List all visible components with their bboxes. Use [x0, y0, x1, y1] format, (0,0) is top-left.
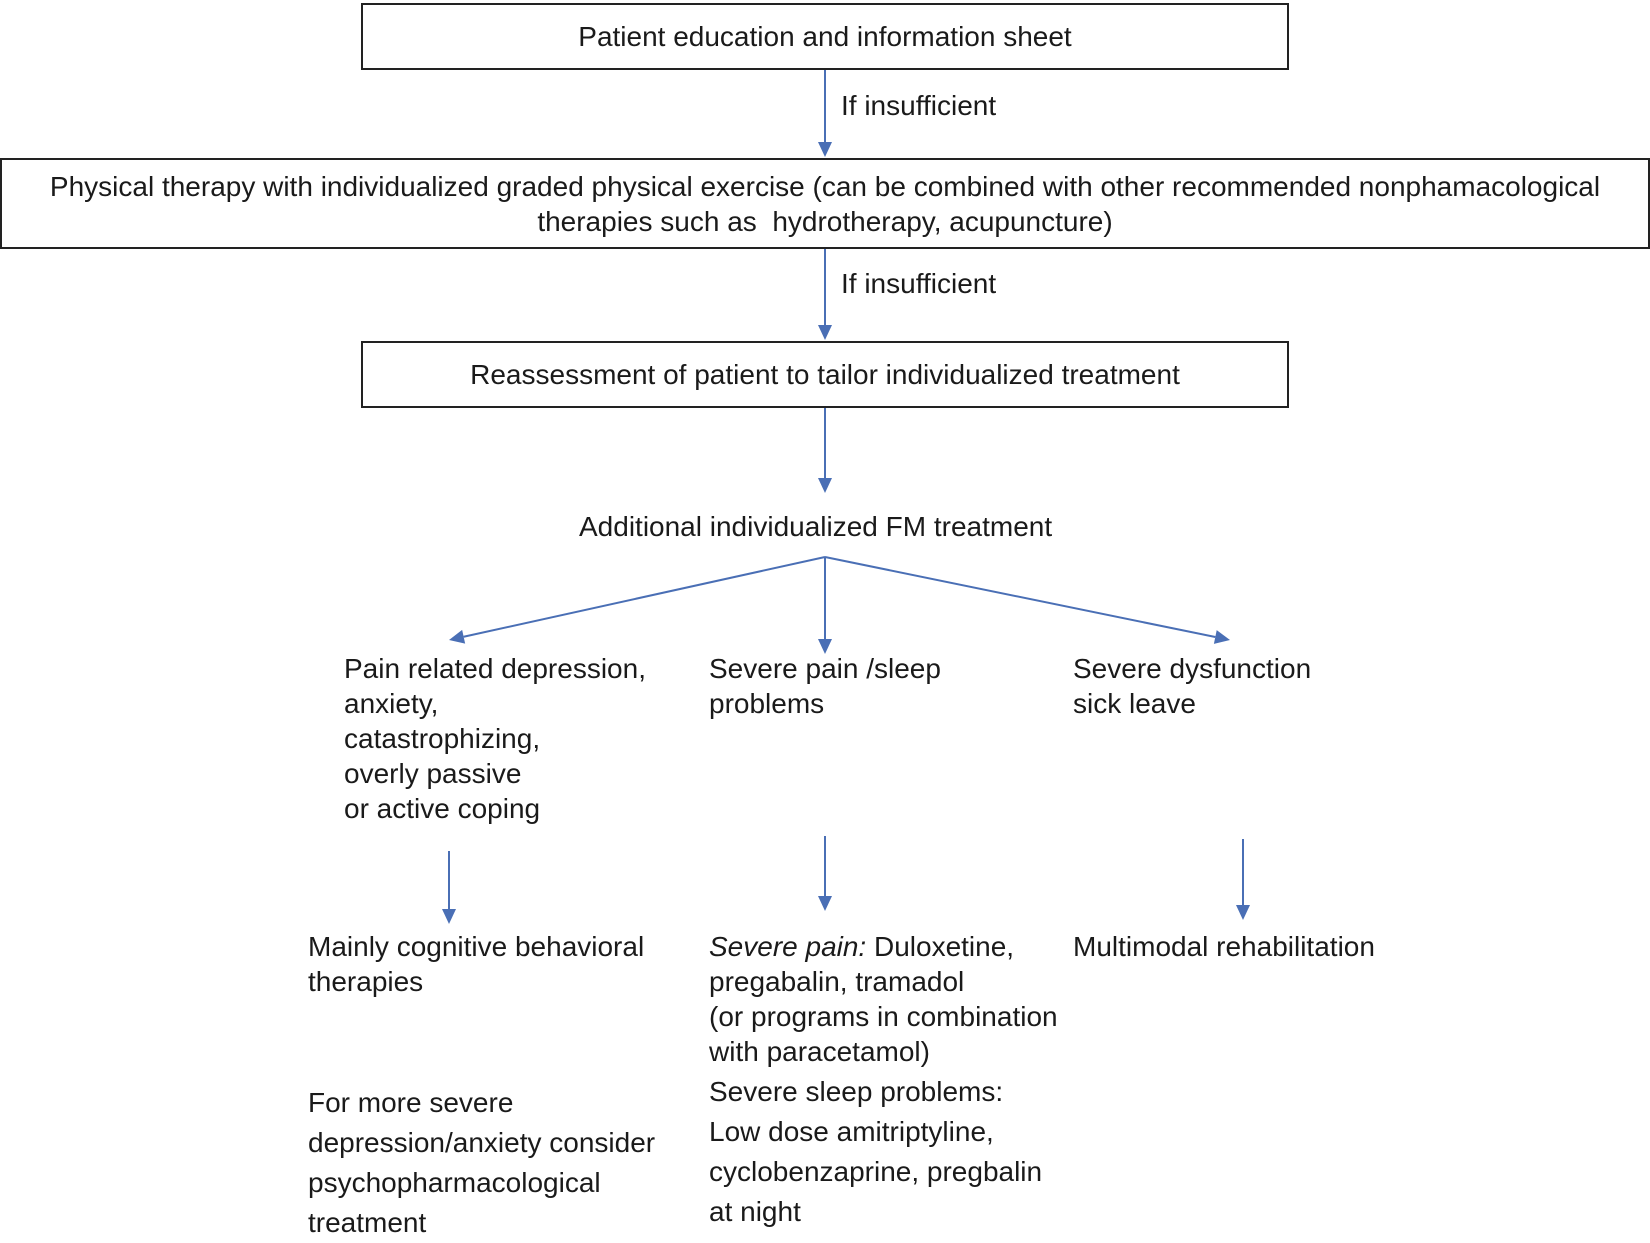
- arrow-right-to-treatment: [1236, 839, 1250, 920]
- arrow-therapy-to-reassessment: [818, 249, 832, 340]
- patient-education-label: Patient education and information sheet: [578, 21, 1072, 52]
- additional-treatment-label: Additional individualized FM treatment: [579, 511, 1053, 542]
- if-insufficient-label-2: If insufficient: [841, 268, 997, 299]
- arrow-to-right-branch-head: [1213, 630, 1230, 644]
- middle-treatment-text: Severe pain: Duloxetine, pregabalin, tra…: [709, 931, 1058, 1067]
- right-treatment-text: Multimodal rehabilitation: [1073, 931, 1375, 962]
- arrow-to-left-branch-shaft: [463, 556, 826, 638]
- physical-therapy-label-line2: therapies such as hydrotherapy, acupunct…: [537, 205, 1113, 237]
- arrow-to-right-branch-shaft: [824, 556, 1216, 638]
- arrow-to-left-branch: [449, 556, 826, 644]
- if-insufficient-label-1: If insufficient: [841, 90, 997, 121]
- patient-education-box: Patient education and information sheet: [361, 3, 1289, 70]
- left-extra-text: For more severe depression/anxiety consi…: [308, 1087, 656, 1238]
- severe-pain-heading: Severe pain:: [709, 931, 867, 962]
- reassessment-label: Reassessment of patient to tailor indivi…: [470, 359, 1180, 390]
- physical-therapy-label-line1: Physical therapy with individualized gra…: [49, 170, 1601, 202]
- arrow-left-to-treatment: [442, 851, 456, 924]
- arrow-middle-to-treatment: [818, 836, 832, 911]
- physical-therapy-box: Physical therapy with individualized gra…: [0, 158, 1650, 249]
- middle-extra-text: Severe sleep problems: Low dose amitript…: [709, 1076, 1043, 1227]
- arrow-reassessment-to-additional: [818, 408, 832, 493]
- arrow-therapy-to-reassessment-head: [818, 325, 832, 340]
- left-treatment-text: Mainly cognitive behavioral therapies: [308, 931, 645, 997]
- arrow-education-to-therapy: [818, 70, 832, 157]
- arrow-to-left-branch-head: [449, 629, 466, 644]
- arrow-to-right-branch: [824, 556, 1230, 644]
- arrow-education-to-therapy-head: [818, 142, 832, 157]
- arrow-to-middle-branch-head: [818, 639, 832, 654]
- arrow-left-to-treatment-head: [442, 909, 456, 924]
- arrow-reassessment-to-additional-head: [818, 478, 832, 493]
- reassessment-box: Reassessment of patient to tailor indivi…: [361, 341, 1289, 408]
- left-condition-text: Pain related depression, anxiety, catast…: [344, 653, 646, 824]
- arrow-right-to-treatment-head: [1236, 905, 1250, 920]
- right-condition-text: Severe dysfunction sick leave: [1073, 653, 1312, 719]
- arrow-middle-to-treatment-head: [818, 896, 832, 911]
- arrow-to-middle-branch: [818, 557, 832, 654]
- middle-condition-text: Severe pain /sleep problems: [709, 653, 941, 719]
